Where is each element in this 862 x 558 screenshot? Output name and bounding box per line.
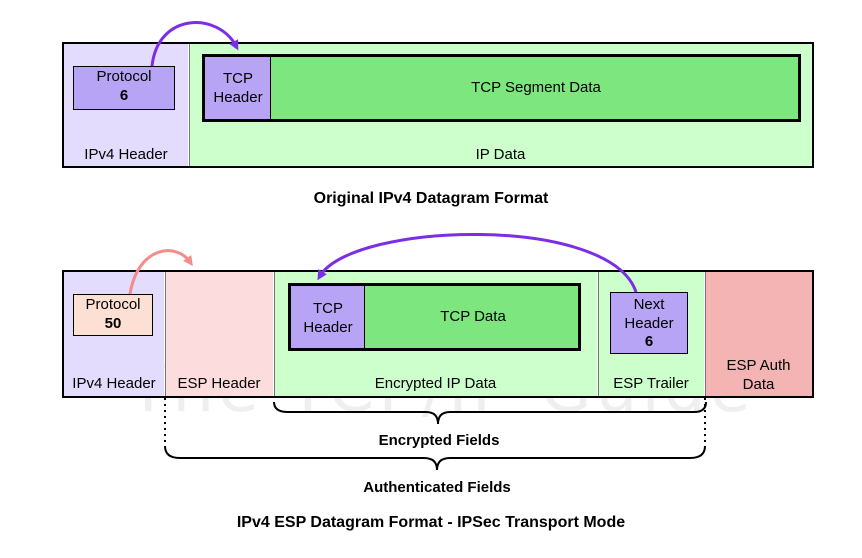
tcp-data-label: TCP Data — [440, 308, 506, 325]
next-header-value: 6 — [644, 333, 654, 350]
protocol-field-50 — [73, 294, 153, 336]
esp-header-label: ESP Header — [177, 375, 261, 392]
esp-protocol-value: 50 — [104, 315, 122, 332]
authenticated-fields-brace — [164, 445, 706, 471]
esp-diagram-title: IPv4 ESP Datagram Format - IPSec Transpo… — [236, 514, 626, 531]
original-datagram-frame — [62, 42, 814, 168]
esp-trailer-label: ESP Trailer — [613, 375, 689, 392]
protocol-to-esp-header-arrow — [128, 249, 193, 295]
ipv4-header-label: IPv4 Header — [84, 146, 168, 163]
next-header-line1: Next — [633, 296, 665, 313]
encrypted-fields-brace — [273, 401, 707, 425]
tcp-segment-data-label: TCP Segment Data — [471, 79, 601, 96]
tcp-header-label-line2: Header — [213, 89, 263, 106]
tcp-header-label-line1: TCP — [223, 70, 253, 87]
encrypted-fields-label: Encrypted Fields — [378, 432, 500, 449]
next-header-line2: Header — [624, 315, 674, 332]
esp-auth-data-line2: Data — [742, 376, 775, 393]
esp-header-section — [165, 272, 273, 396]
encrypted-ip-data-label: Encrypted IP Data — [374, 375, 497, 392]
next-header-to-tcp-arrow — [317, 232, 638, 293]
esp-ipv4-header-label: IPv4 Header — [72, 375, 156, 392]
ip-data-label: IP Data — [475, 146, 526, 163]
protocol-field-6 — [73, 66, 175, 110]
protocol-to-tcp-arrow — [150, 21, 239, 67]
esp-auth-data-section — [705, 272, 812, 396]
protocol-value: 6 — [119, 87, 129, 104]
original-diagram-title: Original IPv4 Datagram Format — [313, 190, 549, 207]
esp-datagram-frame — [62, 270, 814, 398]
protocol-label: Protocol — [96, 68, 152, 85]
next-header-field — [610, 292, 688, 354]
esp-protocol-label: Protocol — [85, 296, 141, 313]
esp-tcp-header-line1: TCP — [313, 300, 343, 317]
tcp-segment-outline — [202, 54, 801, 122]
esp-tcp-header-line2: Header — [303, 319, 353, 336]
authenticated-fields-label: Authenticated Fields — [363, 479, 511, 496]
esp-auth-data-line1: ESP Auth — [726, 357, 791, 374]
esp-tcp-header-field — [291, 286, 365, 348]
tcp-header-field — [205, 57, 271, 119]
